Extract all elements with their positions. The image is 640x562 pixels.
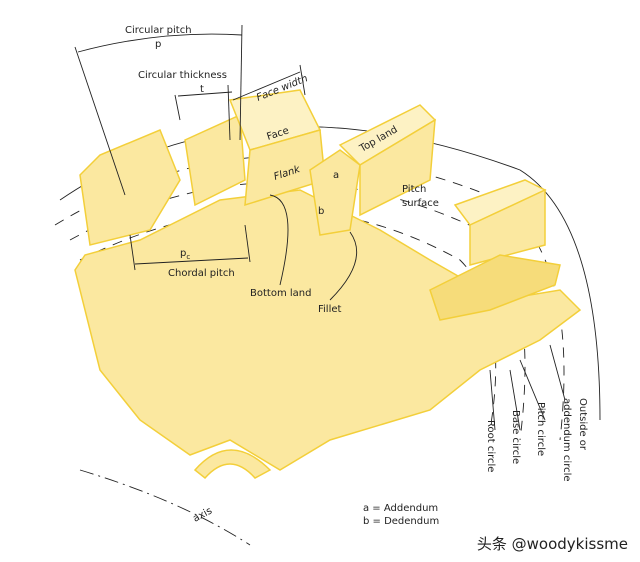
label-pitch: Pitch (402, 184, 426, 195)
tooth-1 (79, 129, 181, 246)
label-bottom-land: Bottom land (250, 288, 311, 299)
label-p: p (155, 39, 161, 50)
gear-body (74, 189, 582, 471)
legend-dedendum: b = Dedendum (363, 516, 439, 527)
label-pitch-circle: Pitch circle (535, 402, 546, 456)
gear-teeth (79, 89, 561, 480)
tooth-4-face (469, 188, 546, 266)
label-a: a (333, 170, 339, 181)
label-t: t (200, 84, 204, 95)
dimension-lines (74, 24, 566, 431)
legend-addendum: a = Addendum (363, 503, 438, 514)
label-base-circle: Base circle (510, 410, 521, 464)
outside-circle (59, 126, 601, 421)
pitch-surface (429, 254, 561, 321)
tooth-3-face (359, 118, 436, 217)
label-circular-thickness: Circular thickness (138, 70, 227, 81)
label-b: b (318, 206, 324, 217)
axis-line (79, 469, 251, 546)
label-surface: surface (402, 198, 439, 209)
tooth-3-side (309, 149, 361, 236)
label-fillet: Fillet (318, 304, 342, 315)
label-outside-1: Outside or (577, 398, 588, 451)
label-outside-2: addendum circle (561, 398, 572, 482)
tooth-2 (184, 113, 246, 207)
watermark: 头条 @woodykissme (476, 535, 628, 553)
label-chordal-pitch: Chordal pitch (168, 268, 235, 279)
label-root-circle: Root circle (485, 420, 496, 472)
bore (193, 449, 272, 480)
label-circular-pitch: Circular pitch (125, 25, 192, 36)
label-pc: pc (180, 248, 190, 261)
